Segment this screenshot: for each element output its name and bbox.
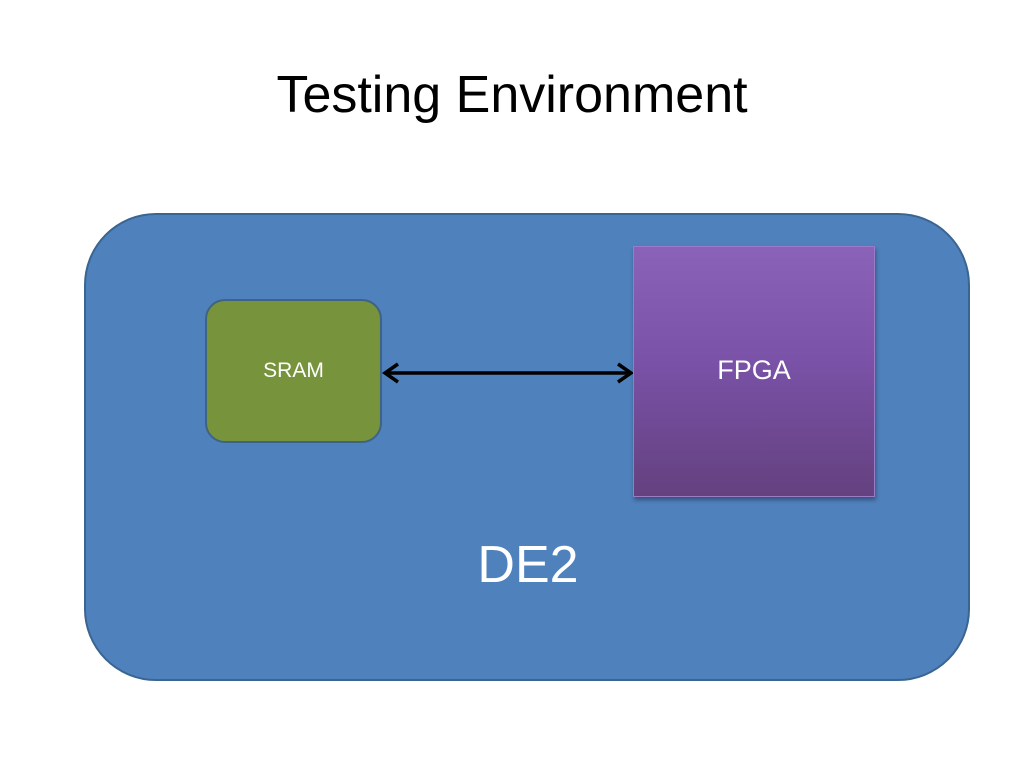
- de2-board-label: DE2: [477, 536, 579, 594]
- arrow-head-left: [381, 362, 399, 384]
- sram-fpga-bidirectional-arrow: [381, 362, 635, 384]
- arrow-head-right: [617, 362, 635, 384]
- fpga-label: FPGA: [717, 355, 791, 385]
- sram-block: SRAM: [205, 299, 382, 443]
- fpga-block: FPGA: [633, 246, 875, 497]
- sram-label: SRAM: [263, 359, 324, 382]
- slide-title: Testing Environment: [276, 66, 748, 124]
